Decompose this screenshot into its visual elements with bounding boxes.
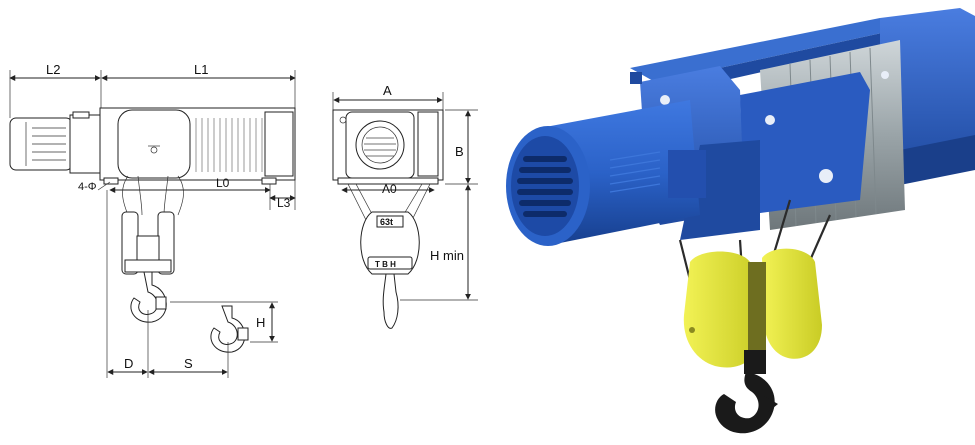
render-hook-block-right — [762, 248, 822, 359]
side-view-drawing: L2 L1 L0 — [9, 62, 296, 378]
label-b: B — [455, 144, 464, 159]
label-d: D — [124, 356, 133, 371]
label-phi: 4-Φ — [78, 181, 97, 193]
label-h: H — [256, 315, 265, 330]
render-hook-block-left — [683, 251, 760, 368]
end-hook — [382, 273, 399, 329]
label-capacity: 63t — [380, 217, 393, 227]
render-hook — [715, 372, 775, 434]
drum-lines — [195, 118, 263, 172]
label-plate: T B H — [375, 260, 396, 269]
label-a0: A0 — [382, 182, 397, 196]
label-l0: L0 — [216, 176, 230, 190]
label-l3: L3 — [277, 196, 291, 210]
hoist-render — [506, 8, 975, 434]
gearbox-outline — [69, 114, 101, 174]
label-s: S — [184, 356, 193, 371]
end-view-drawing: A A0 B 63t T B H H m — [332, 83, 478, 329]
label-l2: L2 — [46, 62, 60, 77]
label-hmin: H min — [430, 248, 464, 263]
label-l1: L1 — [194, 62, 208, 77]
label-a: A — [383, 83, 392, 98]
